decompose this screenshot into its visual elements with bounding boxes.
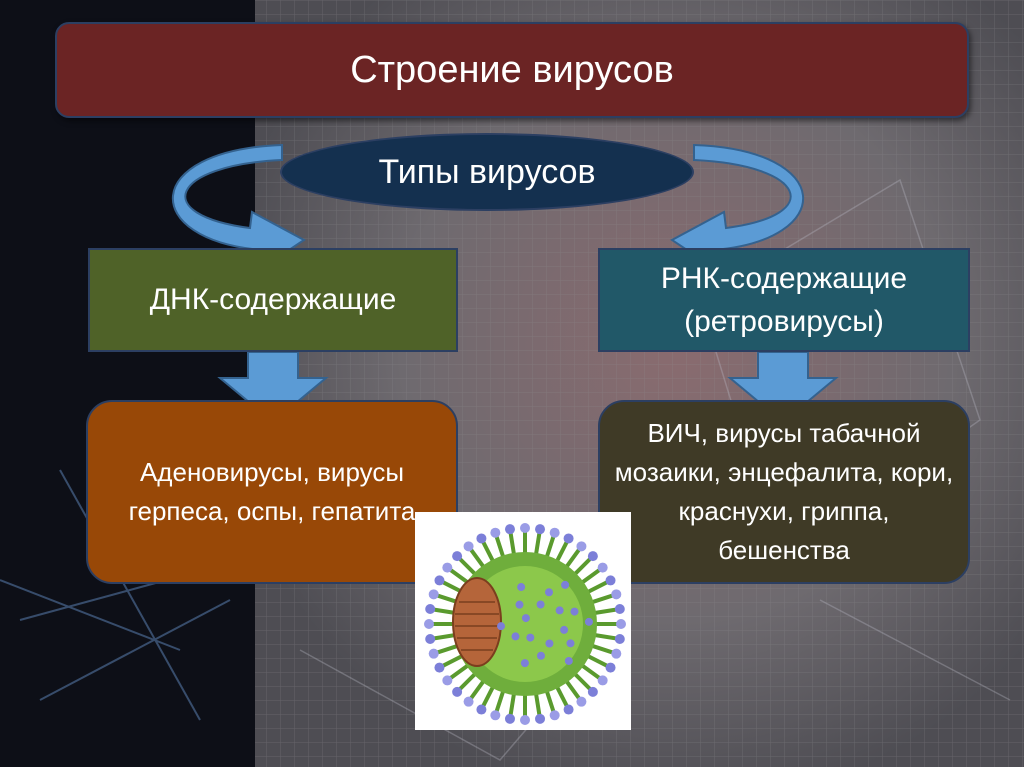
rna-examples-box: ВИЧ, вирусы табачной мозаики, энцефалита… [598, 400, 970, 584]
title-box: Строение вирусов [55, 22, 969, 118]
types-label: Типы вирусов [378, 152, 596, 191]
dna-box: ДНК-содержащие [88, 248, 458, 352]
dna-label: ДНК-содержащие [149, 283, 397, 316]
rna-examples-text: ВИЧ, вирусы табачной мозаики, энцефалита… [614, 418, 954, 565]
rna-box: РНК-содержащие (ретровирусы) [598, 248, 970, 352]
dna-examples-box: Аденовирусы, вирусы герпеса, оспы, гепат… [86, 400, 458, 584]
rna-label: РНК-содержащие (ретровирусы) [660, 261, 908, 339]
virus-icon [415, 512, 631, 730]
page-title: Строение вирусов [350, 48, 674, 91]
dna-examples-text: Аденовирусы, вирусы герпеса, оспы, гепат… [128, 457, 416, 526]
types-oval: Типы вирусов [280, 133, 694, 211]
